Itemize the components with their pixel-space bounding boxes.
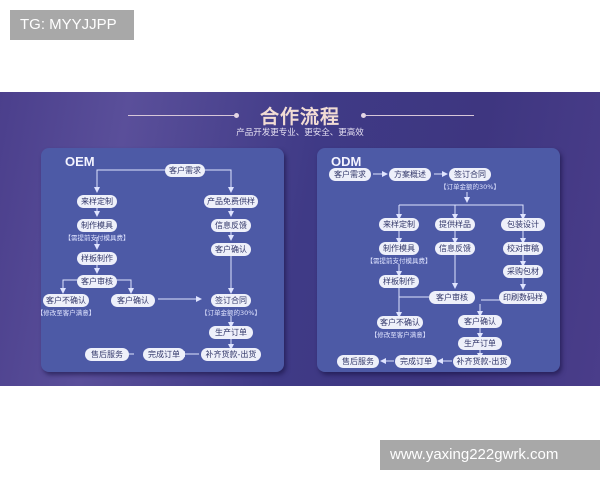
oem-node-customer-confirm-mid: 客户确认 (111, 294, 155, 307)
odm-node-sample-make: 样板制作 (379, 275, 419, 288)
oem-node-sign-contract: 签订合同 (211, 294, 251, 307)
odm-node-feedback: 信息反馈 (435, 242, 475, 255)
odm-title: ODM (331, 154, 362, 169)
odm-panel: ODM 客户需求 方案概述 签订合同 【订单金额的30%】 来样定制 提供样品 … (317, 148, 560, 372)
odm-node-purchase-material: 采购包材 (503, 265, 543, 278)
watermark-tag: TG: MYYJJPP (10, 10, 134, 40)
oem-note-mold-fee: 【需提前支付模具费】 (64, 234, 130, 242)
title-divider-left (128, 115, 236, 116)
oem-node-customer-review: 客户审核 (77, 275, 117, 288)
odm-node-customer-review: 客户审核 (429, 291, 475, 304)
title-dot-left (234, 113, 239, 118)
oem-node-after-sales: 售后服务 (85, 348, 129, 361)
odm-node-production: 生产订单 (458, 337, 502, 350)
odm-node-complete-order: 完成订单 (395, 355, 437, 368)
odm-node-customer-demand: 客户需求 (329, 168, 371, 181)
odm-node-pay-ship: 补齐货款-出货 (453, 355, 511, 368)
odm-node-sign-contract: 签订合同 (449, 168, 491, 181)
oem-node-pay-ship: 补齐货款-出货 (201, 348, 261, 361)
odm-node-proposal: 方案概述 (389, 168, 431, 181)
oem-node-customer-not-confirm: 客户不确认 (43, 294, 89, 307)
watermark-url: www.yaxing222gwrk.com (380, 440, 600, 470)
odm-node-print-digital-sample: 印刷数码样 (499, 291, 547, 304)
oem-node-make-mold: 制作模具 (77, 219, 117, 232)
odm-note-deposit: 【订单金额的30%】 (440, 183, 500, 191)
odm-flow-arrows (373, 171, 526, 364)
page-title: 合作流程 (259, 106, 340, 128)
title-dot-right (361, 113, 366, 118)
oem-note-revise: 【修改至客户满意】 (36, 309, 96, 317)
odm-node-proof-draft: 校对审稿 (503, 242, 543, 255)
odm-node-custom-sample: 来样定制 (379, 218, 419, 231)
oem-title: OEM (65, 154, 95, 169)
odm-note-mold-fee: 【需提前支付模具费】 (366, 257, 432, 265)
oem-panel: OEM 客户需求 来样定制 产品免费供样 制作模具 【需提前支付模具费】 信息反… (37, 148, 284, 372)
oem-node-custom-sample: 来样定制 (77, 195, 117, 208)
oem-node-free-sample: 产品免费供样 (204, 195, 258, 208)
odm-note-revise: 【修改至客户满意】 (370, 331, 430, 339)
oem-node-customer-demand: 客户需求 (165, 164, 205, 177)
odm-node-customer-not-confirm: 客户不确认 (377, 316, 423, 329)
oem-node-sample-make: 样板制作 (77, 252, 117, 265)
oem-node-feedback: 信息反馈 (211, 219, 251, 232)
odm-node-customer-confirm: 客户确认 (458, 315, 502, 328)
oem-flow-arrows (60, 169, 234, 357)
oem-node-complete-order: 完成订单 (143, 348, 185, 361)
oem-node-customer-confirm-right: 客户确认 (211, 243, 251, 256)
page-subtitle: 产品开发更专业、更安全、更高效 (236, 128, 364, 138)
cooperation-process-banner: 合作流程 产品开发更专业、更安全、更高效 (0, 92, 600, 386)
odm-node-make-mold: 制作模具 (379, 242, 419, 255)
odm-node-provide-sample: 提供样品 (435, 218, 475, 231)
odm-node-package-design: 包装设计 (501, 218, 545, 231)
title-divider-right (366, 115, 474, 116)
odm-node-after-sales: 售后服务 (337, 355, 379, 368)
oem-note-deposit: 【订单金额的30%】 (201, 309, 261, 317)
oem-node-production: 生产订单 (209, 326, 253, 339)
